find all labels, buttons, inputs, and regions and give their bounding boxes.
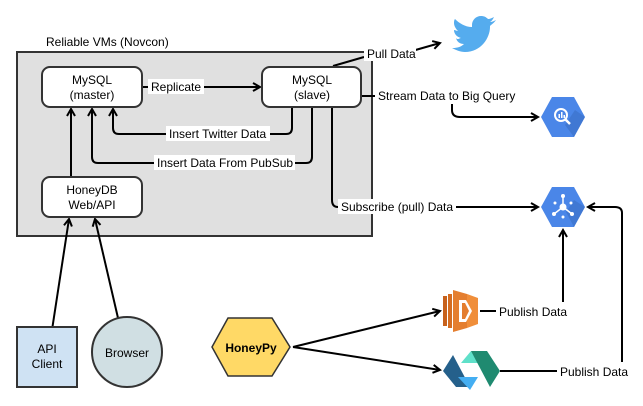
node-honeydb[interactable]: HoneyDB Web/API: [41, 176, 143, 218]
twitter-bird-icon: [452, 16, 496, 52]
edge-honeypy-openwhisk: [292, 346, 440, 370]
aws-lambda-icon: [443, 290, 478, 332]
label-publish-lambda: Publish Data: [499, 305, 567, 319]
label-insert-twitter: Insert Twitter Data: [169, 127, 266, 141]
honeypy-label: HoneyPy: [225, 341, 277, 355]
node-mysql-master[interactable]: MySQL (master): [41, 66, 143, 108]
edge-pull-data: [332, 43, 440, 67]
pubsub-icon: [541, 187, 585, 227]
api-client-line1: API: [37, 342, 56, 356]
container-label: Reliable VMs (Novcon): [46, 35, 169, 49]
label-insert-pubsub: Insert Data From PubSub: [157, 156, 293, 170]
node-browser[interactable]: Browser: [91, 316, 163, 388]
node-api-client[interactable]: API Client: [16, 326, 78, 388]
honeydb-line1: HoneyDB: [66, 183, 117, 197]
mysql-slave-line1: MySQL: [292, 73, 332, 87]
label-pull-data: Pull Data: [367, 47, 416, 61]
mysql-master-line1: MySQL: [72, 73, 112, 87]
mysql-slave-line2: (slave): [294, 88, 330, 102]
bigquery-icon: [541, 97, 585, 137]
openwhisk-icon: [443, 351, 500, 390]
label-replicate: Replicate: [151, 80, 201, 94]
label-subscribe: Subscribe (pull) Data: [341, 200, 453, 214]
edge-api-client: [51, 219, 69, 331]
mysql-master-line2: (master): [70, 88, 115, 102]
edge-publish-openwhisk-up: [588, 207, 623, 362]
browser-label: Browser: [105, 346, 149, 360]
edge-browser: [95, 219, 119, 319]
label-stream-bq: Stream Data to Big Query: [378, 89, 515, 103]
edge-stream-bq: [451, 104, 538, 117]
label-publish-openwhisk: Publish Data: [560, 365, 628, 379]
edge-honeypy-lambda: [292, 311, 440, 348]
honeydb-line2: Web/API: [68, 198, 115, 212]
edge-subscribe-start: [331, 107, 339, 208]
node-mysql-slave[interactable]: MySQL (slave): [261, 66, 362, 108]
node-honeypy[interactable]: HoneyPy: [211, 317, 291, 377]
api-client-line2: Client: [32, 357, 63, 371]
